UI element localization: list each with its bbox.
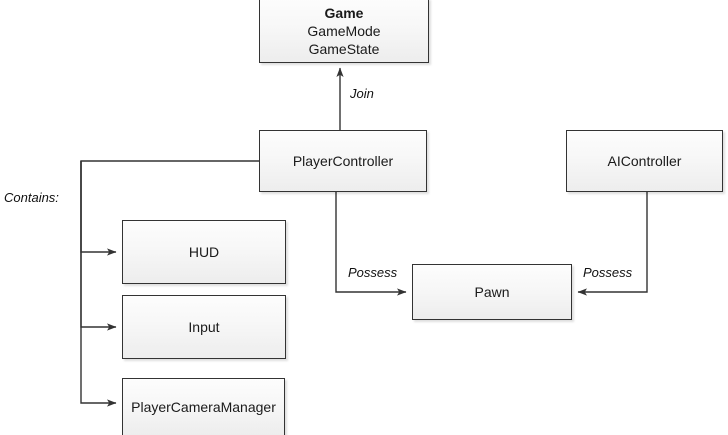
- input-node[interactable]: Input: [122, 295, 286, 359]
- game-node-line-gamestate: GameState: [308, 40, 380, 57]
- edge-label-join: Join: [350, 86, 374, 101]
- player-camera-manager-node-label: PlayerCameraManager: [131, 399, 276, 415]
- caption-contains: Contains:: [4, 190, 59, 205]
- ai-controller-node-label: AIController: [607, 153, 682, 169]
- edge-playercontroller-to-input: [80, 161, 117, 331]
- pawn-node-label: Pawn: [474, 284, 510, 300]
- edge-label-possess-player: Possess: [348, 265, 398, 280]
- edge-aicontroller-to-pawn: [577, 192, 648, 296]
- hud-node-label: HUD: [188, 244, 220, 260]
- hud-node[interactable]: HUD: [122, 220, 286, 284]
- ai-controller-node[interactable]: AIController: [566, 130, 723, 192]
- game-node-line-gamemode: GameMode: [307, 22, 381, 39]
- game-node-title: Game: [324, 4, 364, 21]
- player-camera-manager-node[interactable]: PlayerCameraManager: [122, 378, 285, 435]
- input-node-label: Input: [188, 319, 220, 335]
- pawn-node[interactable]: Pawn: [412, 264, 572, 320]
- edge-label-possess-ai: Possess: [583, 265, 633, 280]
- player-controller-node[interactable]: PlayerController: [259, 130, 427, 192]
- game-node[interactable]: Game GameMode GameState: [259, 0, 429, 63]
- edge-playercontroller-to-playercameramanager: [80, 161, 117, 407]
- player-controller-node-label: PlayerController: [292, 153, 394, 169]
- edge-playercontroller-to-pawn: [335, 192, 407, 296]
